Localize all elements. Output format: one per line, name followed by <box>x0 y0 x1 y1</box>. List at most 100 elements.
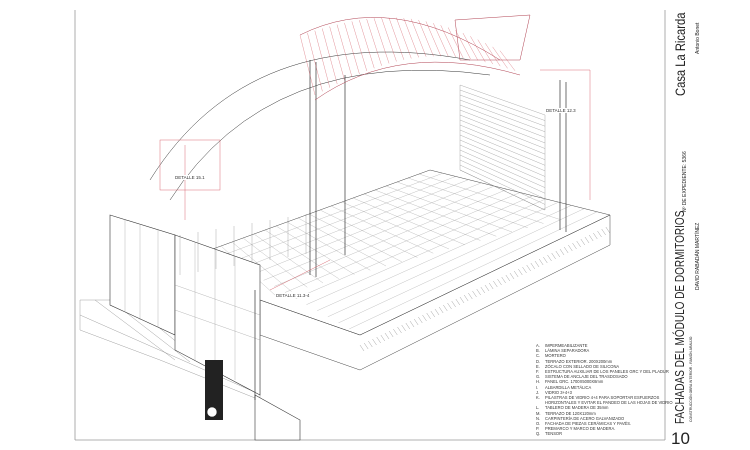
deck-line <box>363 193 481 241</box>
legend-key: L. <box>536 405 540 411</box>
lattice-line <box>514 270 519 278</box>
columns <box>254 60 567 400</box>
brick-course <box>459 104 546 138</box>
deck-line <box>407 177 544 224</box>
lattice-line <box>443 304 448 312</box>
roof-rib <box>440 25 456 58</box>
legend-item: N.CARPINTERÍA DE ACERO GALVANIZADO <box>536 416 673 421</box>
roof-rib <box>299 34 316 96</box>
lattice-line <box>555 250 560 258</box>
brick-course <box>459 149 546 188</box>
deck-line <box>295 195 533 299</box>
lattice-line <box>376 336 381 344</box>
legend-item: P.PREMARCO Y MARCO DE MADERA. <box>536 426 673 431</box>
lattice-line <box>472 290 477 298</box>
legend-text: TERRAZO EXTERIOR. 200X200mm <box>545 358 613 364</box>
lattice-line <box>551 252 556 260</box>
legend-key: D. <box>536 358 541 364</box>
lattice-line <box>368 340 373 348</box>
roof-rib <box>329 26 345 81</box>
deck-line <box>308 213 402 262</box>
legend-text: ZÓCALO CON SELLADO DE SILICONA <box>545 363 620 369</box>
lattice-line <box>509 272 515 280</box>
deck-line <box>317 202 559 311</box>
deck-line <box>338 208 585 323</box>
lattice-line <box>593 232 598 240</box>
lattice-line <box>568 244 573 252</box>
lattice-line <box>430 310 435 318</box>
legend-key: M. <box>536 410 541 416</box>
deck-line <box>374 189 497 237</box>
lattice-line <box>384 332 390 340</box>
legend-item: I.ALBARDILLA METÁLICA <box>536 385 673 390</box>
lattice-line <box>559 248 565 256</box>
lattice-line <box>389 330 394 338</box>
brick-course <box>459 134 546 172</box>
lattice-line <box>397 326 402 334</box>
glass-wall <box>179 214 307 275</box>
lattice-line <box>393 328 398 336</box>
roof-rib <box>462 33 479 61</box>
detail-label: DETALLE 12.3 <box>545 108 577 113</box>
legend-item: B.LÁMINA SEPARADORA <box>536 348 673 353</box>
legend-key: A. <box>536 343 540 348</box>
legend-text: TENSOR <box>545 431 563 437</box>
deck-line <box>242 237 308 288</box>
lattice-line <box>547 254 552 262</box>
legend-item: A. IMPERMEABILIZANTE <box>536 343 673 348</box>
legend-item: J.VIDRIO 3+4+3 <box>536 390 673 395</box>
legend-item: L.TABLERO DE MADERA DE 35mm <box>536 405 673 410</box>
roof-rib <box>448 27 464 58</box>
roof-rib <box>366 19 382 66</box>
legend-text: ALBARDILLA METÁLICA <box>545 384 592 390</box>
roof-rib <box>499 50 516 71</box>
deck-boards <box>220 173 598 330</box>
legend-text: IMPERMEABILIZANTE <box>545 343 588 348</box>
lattice-line <box>601 228 606 236</box>
lattice-line <box>576 240 581 248</box>
legend-key: F. <box>536 369 540 375</box>
sheet-number: 10 <box>671 429 690 448</box>
roof-rib <box>433 23 449 57</box>
expediente-number: Nº DE EXPEDIENTE: 5366 <box>682 151 688 212</box>
lattice-line <box>489 282 494 290</box>
lattice-line <box>534 260 540 268</box>
brick-course <box>459 99 546 132</box>
deck-line <box>274 189 508 287</box>
brick-course <box>459 164 546 205</box>
deck-line <box>264 229 339 279</box>
deck-line <box>231 176 456 263</box>
roof-vault <box>149 14 531 201</box>
brick-course <box>459 169 546 211</box>
brick-course <box>459 114 546 149</box>
lattice-line <box>364 342 369 350</box>
legend-key: C. <box>536 353 541 359</box>
wall-panels <box>124 220 261 380</box>
brick-course <box>459 159 546 199</box>
legend-key: N. <box>536 415 541 421</box>
brick-course <box>459 124 546 160</box>
legend-item: E.ZÓCALO CON SELLADO DE SILICONA <box>536 364 673 369</box>
brick-course <box>459 89 546 121</box>
legend-text: TERRAZO DE 120X120mm <box>545 410 596 416</box>
lattice-line <box>543 256 548 264</box>
roof-rib <box>336 24 353 78</box>
roof-rib <box>477 39 493 65</box>
brick-course <box>459 119 546 155</box>
lattice-line <box>584 236 590 244</box>
deck-line <box>220 173 443 257</box>
lattice-line <box>605 226 610 234</box>
legend-item: HORIZONTALES Y EVITAR EL PANDEO DE LAS H… <box>536 400 673 405</box>
legend-text: PILASTRAS DE VIDRIO 4+4 PARA SOPORTAR ES… <box>545 395 660 401</box>
lattice-line <box>518 268 523 276</box>
legend-text: SISTEMA DE ANCLAJE DEL TRASDOSADO <box>545 374 628 380</box>
lattice-line <box>414 318 419 326</box>
lattice-line <box>572 242 577 250</box>
roof-rib <box>314 30 330 88</box>
roof-rib <box>307 32 323 92</box>
legend-key: Q. <box>536 431 541 437</box>
lattice-line <box>480 286 485 294</box>
deck-line <box>349 211 598 330</box>
